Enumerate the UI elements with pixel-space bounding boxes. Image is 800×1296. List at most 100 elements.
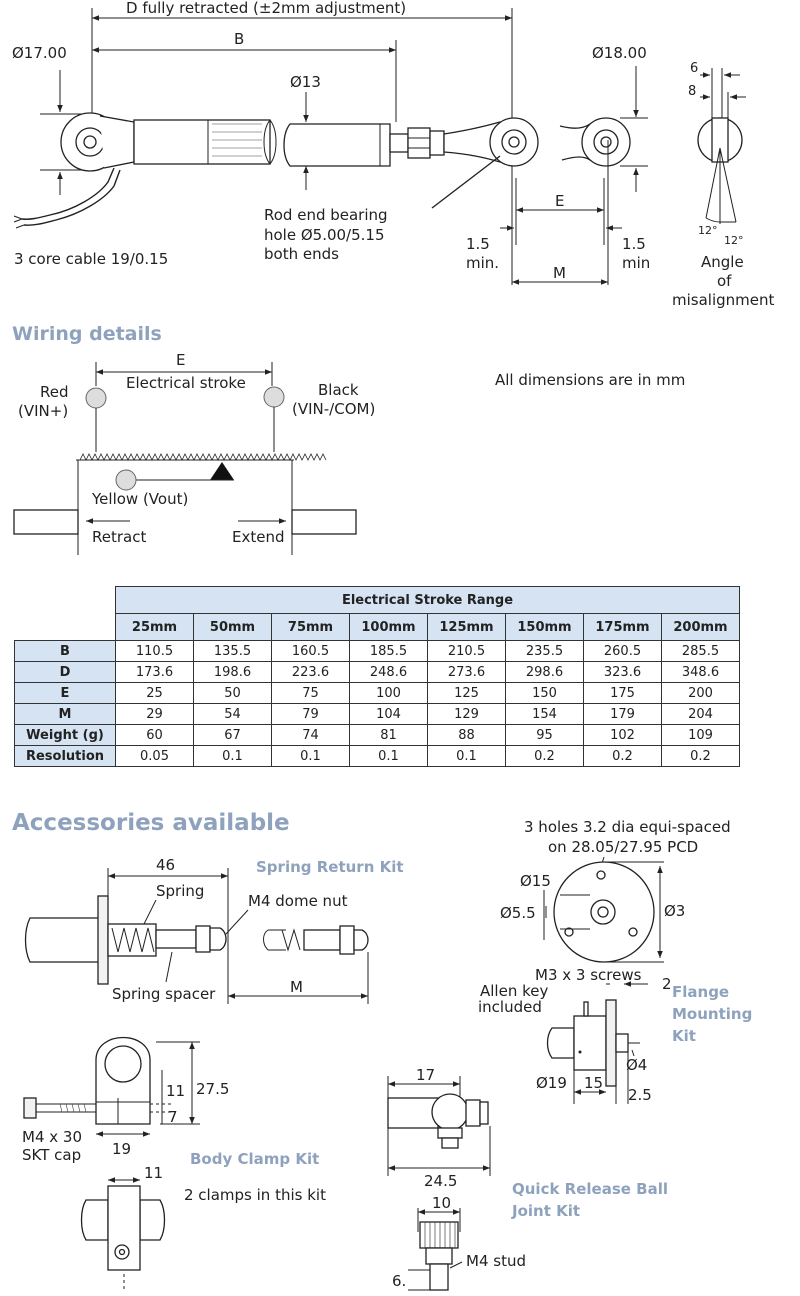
angle-line-3: misalignment [672, 291, 774, 309]
table-cell: 0.1 [193, 745, 272, 767]
spring-dim-m: M [290, 978, 303, 996]
spring-label: Spring [156, 882, 204, 900]
ball-dim-6: 6. [392, 1272, 406, 1290]
table-cell: 60 [115, 724, 194, 746]
row-header: Weight (g) [14, 724, 116, 746]
clamp-dim-19: 19 [112, 1140, 131, 1158]
electrical-stroke-label: Electrical stroke [126, 374, 246, 392]
row-header: D [14, 661, 116, 683]
black-wire-sub: (VIN-/COM) [292, 400, 375, 418]
wiring-diagram: Wiring details E Electrical stroke Red (… [12, 323, 685, 555]
flange-dia-4: Ø4 [626, 1056, 647, 1074]
table-cell: 179 [583, 703, 662, 725]
table-cell: 74 [271, 724, 350, 746]
table-cell: 260.5 [583, 640, 662, 662]
black-wire-label: Black [318, 381, 359, 399]
flange-dia-19: Ø19 [536, 1074, 567, 1092]
ball-dim-17: 17 [416, 1066, 435, 1084]
flange-holes-line-1: 3 holes 3.2 dia equi-spaced [524, 818, 731, 836]
table-cell: 81 [349, 724, 428, 746]
spring-return-kit: Spring Return Kit 46 Spring M4 dome nut … [24, 856, 404, 1004]
table-cell: 175 [583, 682, 662, 704]
flange-screws-1: M3 x 3 screws [535, 966, 642, 984]
table-cell: 54 [193, 703, 272, 725]
table-cell: 75 [271, 682, 350, 704]
flange-title-1: Flange [672, 983, 729, 1001]
table-cell: 0.1 [271, 745, 350, 767]
table-cell: 79 [271, 703, 350, 725]
table-cell: 150 [505, 682, 584, 704]
table-corner-2 [14, 613, 116, 641]
min-right-value: 1.5 [622, 235, 646, 253]
flange-screws-3: included [478, 998, 542, 1016]
table-cell: 204 [661, 703, 740, 725]
table-cell: 95 [505, 724, 584, 746]
flange-dim-2: 2 [662, 975, 672, 993]
table-cell: 235.5 [505, 640, 584, 662]
dim-8-label: 8 [688, 84, 696, 99]
clamp-dim-11b: 11 [144, 1164, 163, 1182]
dia-13-label: Ø13 [290, 73, 321, 91]
clamp-note: 2 clamps in this kit [184, 1186, 326, 1204]
table-cell: 29 [115, 703, 194, 725]
flange-dia-3: Ø3 [664, 902, 685, 920]
black-terminal [263, 386, 285, 408]
red-terminal [85, 387, 107, 409]
table-cell: 198.6 [193, 661, 272, 683]
table-corner [14, 586, 116, 614]
ball-dim-24-5: 24.5 [424, 1172, 457, 1190]
clamp-kit-title: Body Clamp Kit [190, 1150, 319, 1168]
dim-6-label: 6 [690, 61, 698, 76]
table-cell: 0.2 [661, 745, 740, 767]
spring-kit-title: Spring Return Kit [256, 858, 404, 876]
table-header-row: 25mm 50mm 75mm 100mm 125mm 150mm 175mm 2… [14, 613, 740, 641]
row-header: E [14, 682, 116, 704]
dia-18-label: Ø18.00 [592, 44, 647, 62]
cable-label: 3 core cable 19/0.15 [14, 250, 168, 268]
min-left-unit: min. [466, 254, 499, 272]
flange-holes-line-2: on 28.05/27.95 PCD [548, 838, 698, 856]
table-cell: 125 [427, 682, 506, 704]
clamp-dim-11: 11 [166, 1082, 185, 1100]
row-header: Resolution [14, 745, 116, 767]
col-header: 175mm [583, 613, 662, 641]
table-cell: 223.6 [271, 661, 350, 683]
table-cell: 160.5 [271, 640, 350, 662]
table-cell: 173.6 [115, 661, 194, 683]
table-cell: 0.05 [115, 745, 194, 767]
accessories-heading: Accessories available [12, 810, 290, 836]
dim-e-label: E [555, 192, 564, 210]
flange-dia-5-5: Ø5.5 [500, 904, 536, 922]
table-cell: 323.6 [583, 661, 662, 683]
min-left-value: 1.5 [466, 235, 490, 253]
ball-dim-10: 10 [432, 1194, 451, 1212]
retract-label: Retract [92, 528, 146, 546]
clamp-cap-line-1: M4 x 30 [22, 1128, 82, 1146]
angle-right-label: 12° [724, 234, 744, 247]
col-header: 50mm [193, 613, 272, 641]
clamp-cap-line-2: SKT cap [22, 1146, 81, 1164]
units-note: All dimensions are in mm [495, 371, 685, 389]
flange-title-2: Mounting [672, 1005, 752, 1023]
wiring-dim-e: E [176, 351, 185, 369]
ball-kit-title-1: Quick Release Ball [512, 1180, 668, 1198]
col-header: 125mm [427, 613, 506, 641]
row-header: B [14, 640, 116, 662]
ball-stud-label: M4 stud [466, 1252, 526, 1270]
table-title: Electrical Stroke Range [115, 586, 740, 614]
col-header: 75mm [271, 613, 350, 641]
clamp-dim-27-5: 27.5 [196, 1080, 229, 1098]
rod-end-line-2: hole Ø5.00/5.15 [264, 226, 385, 244]
table-cell: 348.6 [661, 661, 740, 683]
table-cell: 67 [193, 724, 272, 746]
table-cell: 273.6 [427, 661, 506, 683]
table-cell: 102 [583, 724, 662, 746]
clamp-dim-7: 7 [168, 1108, 178, 1126]
actuator-drawing: D fully retracted (±2mm adjustment) B Ø1… [12, 0, 774, 309]
flange-mounting-kit: 3 holes 3.2 dia equi-spaced on 28.05/27.… [478, 818, 752, 1104]
table-cell: 50 [193, 682, 272, 704]
